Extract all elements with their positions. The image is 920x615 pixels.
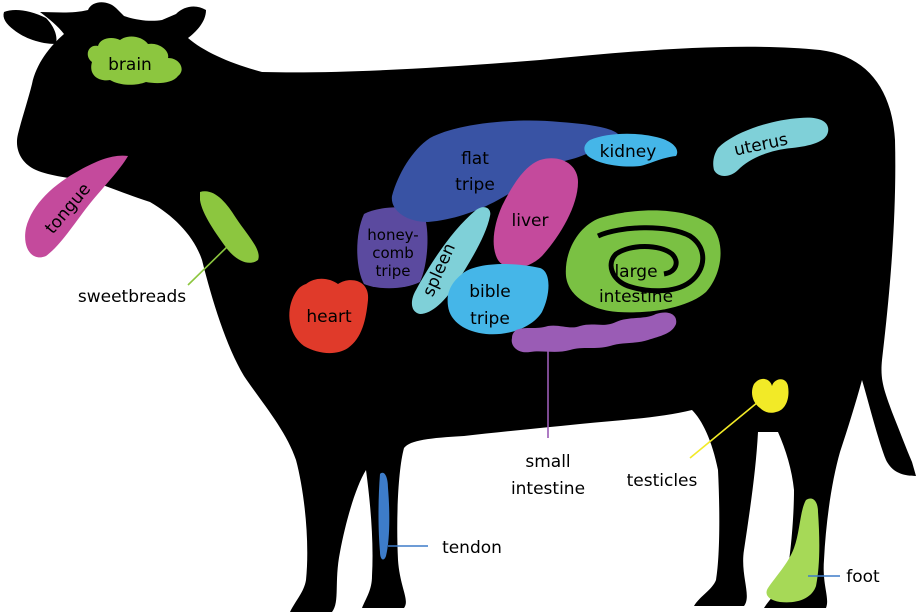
bible-tripe-shape — [447, 264, 549, 335]
heart-shape — [289, 278, 369, 354]
spleen-shape — [411, 207, 491, 314]
tongue-shape — [25, 155, 128, 258]
bible-tripe-label-line2: tripe — [470, 309, 510, 329]
liver-shape — [493, 158, 578, 268]
heart-label: heart — [306, 307, 352, 327]
testicles-label: testicles — [627, 471, 698, 491]
honeycomb-label-line1: honey- — [367, 226, 418, 244]
large-intestine-label-line2: intestine — [599, 287, 673, 307]
honeycomb-label-line3: tripe — [376, 262, 411, 280]
flat-tripe-label-line1: flat — [461, 149, 489, 169]
testicles-group — [742, 367, 796, 424]
kidney-label: kidney — [600, 142, 657, 162]
sweetbreads-leader — [187, 243, 231, 286]
honeycomb-tripe-shape — [357, 207, 428, 289]
sweetbreads-shape — [200, 191, 259, 263]
flat-tripe-label-line2: tripe — [455, 175, 495, 195]
small-intestine-label-line2: intestine — [511, 479, 585, 499]
bible-tripe-label-line1: bible — [469, 282, 511, 302]
large-intestine-label-line1: large — [614, 262, 657, 282]
flat-tripe-shape — [391, 120, 618, 222]
foot-shape — [766, 498, 820, 603]
tendon-label: tendon — [442, 538, 502, 558]
tendon-shape — [378, 472, 390, 560]
foot-label: foot — [846, 567, 880, 587]
testicles-leader — [689, 401, 759, 459]
uterus-shape — [713, 117, 829, 176]
sweetbreads-label: sweetbreads — [78, 287, 186, 307]
testicles-shape — [752, 378, 789, 413]
large-intestine-spiral — [596, 225, 706, 294]
kidney-shape — [584, 133, 678, 167]
large-intestine-group — [565, 210, 721, 313]
ear-left — [3, 10, 57, 44]
honeycomb-label-line2: comb — [372, 244, 414, 262]
small-intestine-shape — [511, 312, 677, 353]
small-intestine-label-line1: small — [525, 452, 570, 472]
brain-shape — [87, 36, 182, 85]
brain-label: brain — [108, 55, 152, 75]
liver-label: liver — [512, 211, 549, 231]
